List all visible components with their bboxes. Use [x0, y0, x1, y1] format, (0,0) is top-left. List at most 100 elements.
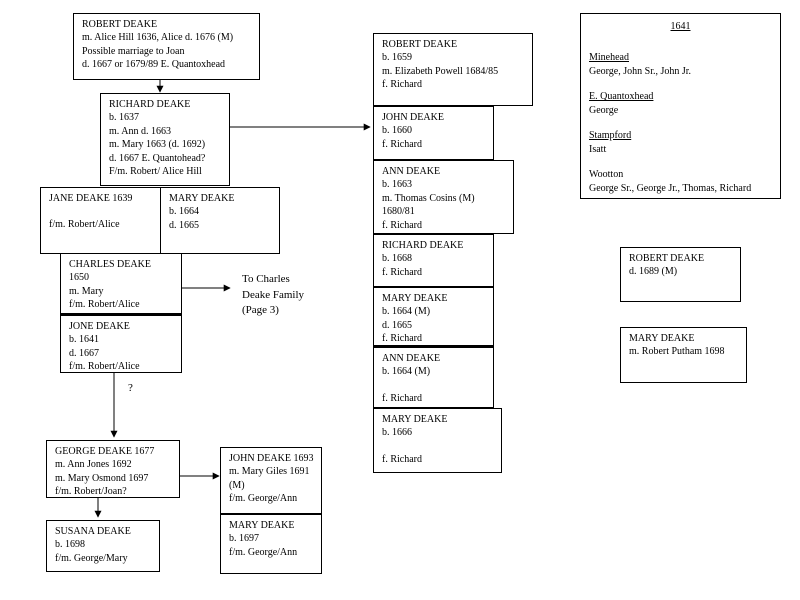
person-detail: b. 1660 — [382, 125, 412, 137]
person-detail: f. Richard — [382, 266, 422, 278]
person-detail: f. Richard — [382, 392, 422, 404]
person-detail: d. 1665 — [382, 319, 412, 331]
person-box-charles-deake: CHARLES DEAKE 1650 m. Mary f/m. Robert/A… — [60, 253, 182, 314]
person-name: MARY DEAKE — [629, 333, 695, 344]
person-name: JANE DEAKE 1639 — [49, 193, 133, 204]
person-detail: d. 1665 — [169, 219, 199, 231]
person-box-mary-deake-putham: MARY DEAKE m. Robert Putham 1698 — [620, 327, 747, 383]
person-box-richard-deake: RICHARD DEAKE b. 1637 m. Ann d. 1663 m. … — [100, 93, 230, 186]
legend-box-1641: 1641 Minehead George, John Sr., John Jr.… — [580, 13, 781, 199]
person-detail: m. Ann d. 1663 — [109, 125, 171, 137]
person-detail: b. 1664 (M) — [382, 366, 431, 378]
place-name: Wootton — [589, 169, 624, 181]
person-box-richard-deake-1668: RICHARD DEAKE b. 1668 f. Richard — [373, 234, 494, 287]
person-detail: m. Elizabeth Powell 1684/85 — [382, 65, 499, 77]
person-detail: m. Thomas Cosins (M) — [382, 192, 475, 204]
legend-place-stampford: Stampford Isatt — [589, 129, 772, 156]
person-box-susana-deake: SUSANA DEAKE b. 1698 f/m. George/Mary — [46, 520, 160, 572]
place-residents: George Sr., George Jr., Thomas, Richard — [589, 182, 752, 194]
person-box-george-deake: GEORGE DEAKE 1677 m. Ann Jones 1692 m. M… — [46, 440, 180, 498]
question-mark-label: ? — [128, 382, 133, 394]
person-detail: f/m. George/Ann — [229, 493, 298, 505]
person-detail: Possible marriage to Joan — [82, 45, 185, 57]
person-detail: m. Alice Hill 1636, Alice d. 1676 (M) — [82, 32, 234, 44]
person-detail: b. 1659 — [382, 52, 412, 64]
person-name: JOHN DEAKE 1693 — [229, 453, 314, 464]
person-name: ROBERT DEAKE — [629, 253, 705, 264]
person-name: JONE DEAKE — [69, 321, 130, 332]
place-residents: Isatt — [589, 143, 607, 155]
person-name: RICHARD DEAKE — [109, 99, 191, 110]
person-detail: f/m. George/Ann — [229, 546, 298, 558]
place-residents: George — [589, 104, 619, 116]
person-detail: m. Mary — [69, 285, 104, 297]
person-name: MARY DEAKE — [382, 293, 448, 304]
person-detail: f/m. Robert/Alice — [69, 361, 140, 373]
person-name: ROBERT DEAKE — [82, 19, 158, 30]
person-detail: b. 1698 — [55, 539, 85, 551]
person-detail: m. Mary Osmond 1697 — [55, 472, 149, 484]
person-detail: f. Richard — [382, 138, 422, 150]
person-detail: b. 1637 — [109, 112, 139, 124]
place-name: E. Quantoxhead — [589, 91, 654, 103]
person-box-jone-deake: JONE DEAKE b. 1641 d. 1667 f/m. Robert/A… — [60, 314, 182, 373]
person-detail: b. 1664 — [169, 206, 199, 218]
person-detail: b. 1697 — [229, 533, 259, 545]
person-name: RICHARD DEAKE — [382, 240, 464, 251]
person-detail: d. 1667 or 1679/89 E. Quantoxhead — [82, 59, 226, 71]
note-line: To Charles — [242, 273, 290, 285]
person-detail: d. 1667 — [69, 347, 99, 359]
person-box-ann-deake-1663: ANN DEAKE b. 1663 m. Thomas Cosins (M) 1… — [373, 160, 514, 234]
person-box-jane-deake: JANE DEAKE 1639 f/m. Robert/Alice — [40, 187, 162, 254]
person-detail: f/m. Robert/Alice — [49, 219, 120, 231]
person-detail: 1650 — [69, 272, 89, 284]
person-box-mary-deake-1666: MARY DEAKE b. 1666 f. Richard — [373, 408, 502, 473]
person-detail: b. 1664 (M) — [382, 306, 431, 318]
person-name: ANN DEAKE — [382, 166, 441, 177]
person-box-john-deake-1693: JOHN DEAKE 1693 m. Mary Giles 1691 (M) f… — [220, 447, 322, 514]
person-detail: b. 1666 — [382, 427, 412, 439]
person-box-john-deake-1660: JOHN DEAKE b. 1660 f. Richard — [373, 106, 494, 160]
person-detail: f/m. Robert/Alice — [69, 299, 140, 311]
legend-title: 1641 — [670, 21, 691, 32]
person-detail: f. Richard — [382, 333, 422, 345]
person-name: MARY DEAKE — [169, 193, 235, 204]
person-name: SUSANA DEAKE — [55, 526, 131, 537]
place-name: Stampford — [589, 130, 632, 142]
person-box-mary-deake-1664: MARY DEAKE b. 1664 d. 1665 — [160, 187, 280, 254]
person-box-mary-deake-1697: MARY DEAKE b. 1697 f/m. George/Ann — [220, 514, 322, 574]
person-detail: m. Robert Putham 1698 — [629, 346, 725, 358]
person-name: JOHN DEAKE — [382, 112, 444, 123]
place-residents: George, John Sr., John Jr. — [589, 65, 692, 77]
person-box-robert-deake-1689: ROBERT DEAKE d. 1689 (M) — [620, 247, 741, 302]
legend-place-wootton: Wootton George Sr., George Jr., Thomas, … — [589, 168, 772, 195]
person-detail: m. Mary 1663 (d. 1692) — [109, 139, 206, 151]
person-detail: m. Ann Jones 1692 — [55, 459, 132, 471]
person-box-robert-deake-sr: ROBERT DEAKE m. Alice Hill 1636, Alice d… — [73, 13, 260, 80]
person-name: CHARLES DEAKE — [69, 259, 151, 270]
person-box-mary-deake-1664-b: MARY DEAKE b. 1664 (M) d. 1665 f. Richar… — [373, 287, 494, 347]
person-detail: b. 1668 — [382, 253, 412, 265]
person-name: MARY DEAKE — [382, 414, 448, 425]
to-charles-note: To Charles Deake Family (Page 3) — [242, 272, 304, 319]
person-detail: d. 1689 (M) — [629, 266, 678, 278]
place-name: Minehead — [589, 52, 629, 64]
legend-place-e-quantoxhead: E. Quantoxhead George — [589, 90, 772, 117]
person-name: ANN DEAKE — [382, 353, 441, 364]
person-detail: f. Richard — [382, 219, 422, 231]
legend-place-minehead: Minehead George, John Sr., John Jr. — [589, 51, 772, 78]
person-detail: b. 1663 — [382, 179, 412, 191]
person-detail: 1680/81 — [382, 206, 415, 218]
note-line: (Page 3) — [242, 304, 279, 316]
person-detail: m. Mary Giles 1691 — [229, 466, 310, 478]
person-detail: f. Richard — [382, 79, 422, 91]
person-detail: f. Richard — [382, 453, 422, 465]
person-box-ann-deake-1664: ANN DEAKE b. 1664 (M) f. Richard — [373, 347, 494, 408]
person-detail: f/m. Robert/Joan? — [55, 486, 127, 498]
person-box-robert-deake-1659: ROBERT DEAKE b. 1659 m. Elizabeth Powell… — [373, 33, 533, 106]
person-detail: (M) — [229, 479, 245, 491]
person-detail: d. 1667 E. Quantohead? — [109, 152, 206, 164]
person-name: GEORGE DEAKE 1677 — [55, 446, 155, 457]
person-detail: b. 1641 — [69, 334, 99, 346]
